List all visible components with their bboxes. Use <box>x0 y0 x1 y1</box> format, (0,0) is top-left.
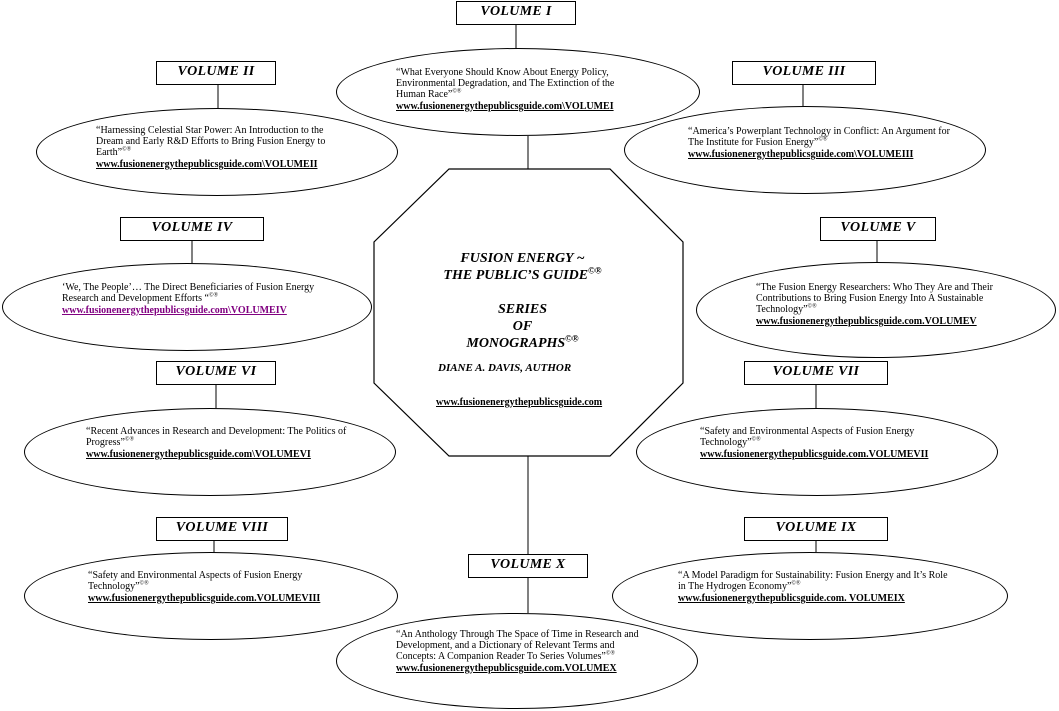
center-series-line2: OF <box>512 319 533 334</box>
volume-2-text: “Harnessing Celestial Star Power: An Int… <box>96 125 346 170</box>
volume-9-box: VOLUME IX <box>744 517 888 541</box>
volume-6-link[interactable]: www.fusionenergythepublicsguide.com\VOLU… <box>86 449 311 460</box>
volume-4-link[interactable]: www.fusionenergythepublicsguide.com\VOLU… <box>62 305 287 316</box>
volume-4-box: VOLUME IV <box>120 217 264 241</box>
volume-9-quote: “A Model Paradigm for Sustainability: Fu… <box>678 570 948 592</box>
volume-9-ellipse <box>612 552 1008 640</box>
volume-4-text: ‘We, The People’… The Direct Beneficiari… <box>62 282 318 316</box>
volume-6-box: VOLUME VI <box>156 361 276 385</box>
volume-10-link[interactable]: www.fusionenergythepublicsguide.com.VOLU… <box>396 663 617 674</box>
volume-8-text: “Safety and Environmental Aspects of Fus… <box>88 570 350 604</box>
volume-10-text: “An Anthology Through The Space of Time … <box>396 629 644 674</box>
center-series-line1: SERIES <box>497 302 548 317</box>
volume-10-quote: “An Anthology Through The Space of Time … <box>396 629 639 662</box>
volume-9-link[interactable]: www.fusionenergythepublicsguide.com. VOL… <box>678 593 905 604</box>
center-title: FUSION ENERGY ~ THE PUBLIC’S GUIDE©® SER… <box>410 250 635 352</box>
volume-10-box: VOLUME X <box>468 554 588 578</box>
volume-7-box: VOLUME VII <box>744 361 888 385</box>
volume-8-link[interactable]: www.fusionenergythepublicsguide.com.VOLU… <box>88 593 321 604</box>
volume-9-text: “A Model Paradigm for Sustainability: Fu… <box>678 570 950 604</box>
volume-5-text: “The Fusion Energy Researchers: Who They… <box>756 282 1006 327</box>
volume-8-box: VOLUME VIII <box>156 517 288 541</box>
volume-5-box: VOLUME V <box>820 217 936 241</box>
center-octagon <box>373 168 684 457</box>
volume-2-quote: “Harnessing Celestial Star Power: An Int… <box>96 125 326 158</box>
volume-4-quote: ‘We, The People’… The Direct Beneficiari… <box>62 282 315 304</box>
volume-3-box: VOLUME III <box>732 61 876 85</box>
volume-5-quote: “The Fusion Energy Researchers: Who They… <box>756 282 993 315</box>
center-title-line2: THE PUBLIC’S GUIDE©® <box>443 265 602 283</box>
center-title-line1: FUSION ENERGY ~ <box>460 251 585 266</box>
volume-3-quote: “America’s Powerplant Technology in Conf… <box>688 126 950 148</box>
center-series-line3: MONOGRAPHS©® <box>466 333 579 351</box>
volume-2-link[interactable]: www.fusionenergythepublicsguide.com\VOLU… <box>96 159 318 170</box>
volume-1-quote: “What Everyone Should Know About Energy … <box>396 67 615 100</box>
volume-6-quote: “Recent Advances in Research and Develop… <box>86 426 347 448</box>
volume-3-text: “America’s Powerplant Technology in Conf… <box>688 126 950 160</box>
volume-7-quote: “Safety and Environmental Aspects of Fus… <box>700 426 915 448</box>
volume-1-text: “What Everyone Should Know About Energy … <box>396 67 646 112</box>
volume-2-box: VOLUME II <box>156 61 276 85</box>
volume-1-box: VOLUME I <box>456 1 576 25</box>
volume-8-quote: “Safety and Environmental Aspects of Fus… <box>88 570 303 592</box>
volume-7-text: “Safety and Environmental Aspects of Fus… <box>700 426 962 460</box>
volume-3-link[interactable]: www.fusionenergythepublicsguide.com\VOLU… <box>688 149 914 160</box>
volume-5-ellipse <box>696 262 1056 358</box>
center-website-link[interactable]: www.fusionenergythepublicsguide.com <box>436 397 603 408</box>
center-author: DIANE A. DAVIS, AUTHOR <box>438 362 572 374</box>
volume-6-ellipse <box>24 408 396 496</box>
volume-3-ellipse <box>624 106 986 194</box>
volume-4-ellipse <box>2 263 372 351</box>
volume-8-ellipse <box>24 552 398 640</box>
volume-7-link[interactable]: www.fusionenergythepublicsguide.com.VOLU… <box>700 449 929 460</box>
volume-1-ellipse <box>336 48 700 136</box>
volume-5-link[interactable]: www.fusionenergythepublicsguide.com.VOLU… <box>756 316 977 327</box>
volume-6-text: “Recent Advances in Research and Develop… <box>86 426 348 460</box>
volume-7-ellipse <box>636 408 998 496</box>
volume-2-ellipse <box>36 108 398 196</box>
volume-10-ellipse <box>336 613 698 709</box>
volume-1-link[interactable]: www.fusionenergythepublicsguide.com\VOLU… <box>396 101 614 112</box>
